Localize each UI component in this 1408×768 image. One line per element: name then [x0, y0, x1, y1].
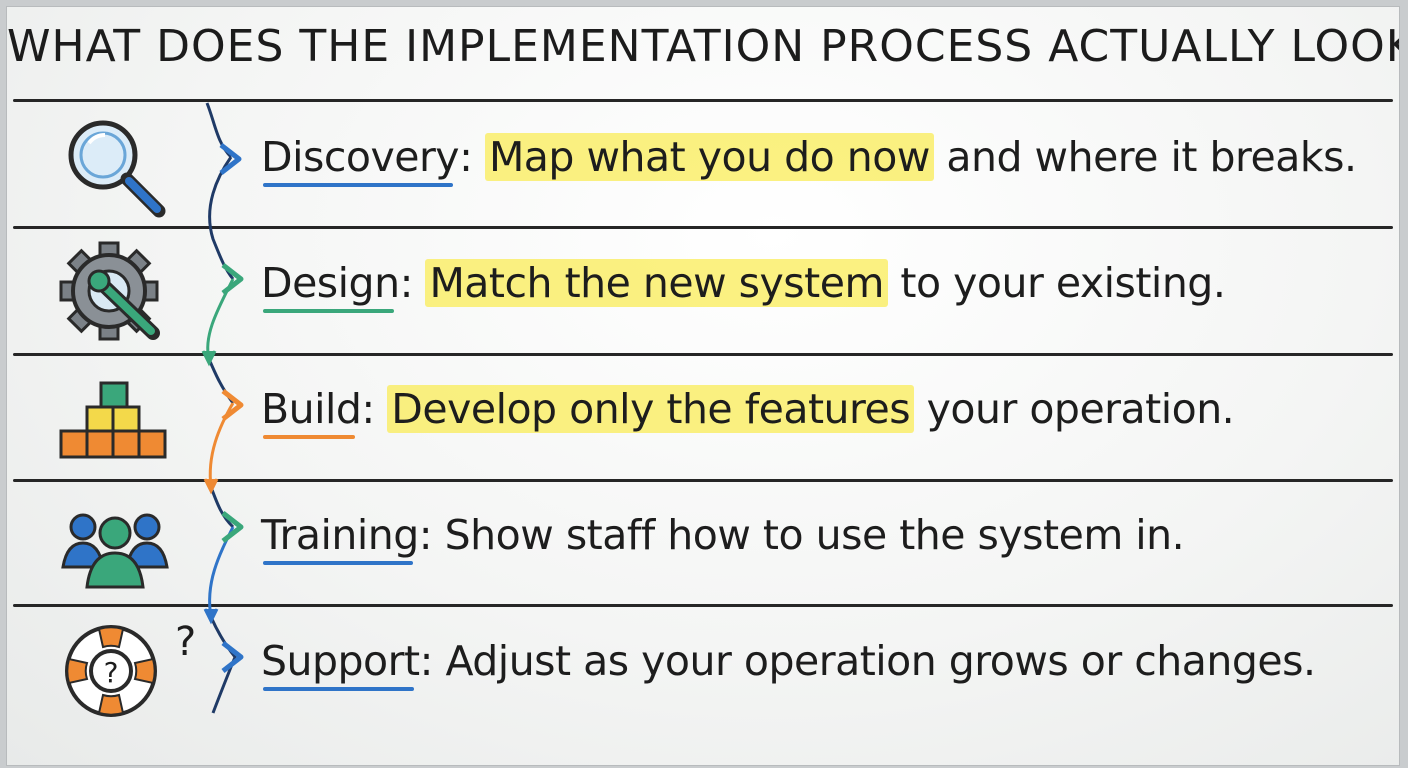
chevron-right-icon	[221, 263, 244, 295]
step-training: Training: Show staff how to use the syst…	[7, 483, 1399, 607]
magnifying-glass-icon	[68, 120, 166, 218]
step-separator: :	[361, 385, 375, 433]
step-label: Discovery	[261, 133, 460, 187]
svg-text:?: ?	[104, 656, 119, 689]
step-label: Design	[261, 259, 400, 313]
highlighted-text: Match the new system	[425, 259, 888, 307]
step-description: Adjust as your operation grows or change…	[445, 637, 1316, 685]
chevron-right-icon	[219, 143, 242, 175]
step-separator: :	[399, 259, 414, 307]
step-design: Design: Match the new system to your exi…	[7, 231, 1399, 355]
chevron-right-icon	[221, 389, 244, 421]
question-mark: ?	[175, 619, 197, 665]
gear-wrench-icon	[59, 241, 160, 341]
step-text: Support: Adjust as your operation grows …	[261, 637, 1316, 691]
step-support: ? ? Support: Adjust as your operation gr…	[7, 609, 1399, 733]
divider-line	[13, 99, 1393, 102]
step-text: Discovery: Map what you do now and where…	[261, 133, 1357, 187]
stacked-blocks-icon	[59, 381, 167, 459]
board-title: WHAT DOES THE IMPLEMENTATION PROCESS ACT…	[7, 21, 1400, 72]
process-flow-arrow	[201, 102, 244, 714]
divider-line	[13, 353, 1393, 356]
step-label: Support	[261, 637, 420, 691]
step-text: Design: Match the new system to your exi…	[261, 259, 1226, 313]
step-description: your operation.	[914, 385, 1235, 433]
step-text: Build: Develop only the features your op…	[261, 385, 1235, 439]
step-label: Build	[261, 385, 362, 439]
divider-line	[13, 479, 1393, 482]
step-text: Training: Show staff how to use the syst…	[261, 511, 1185, 565]
step-description: to your existing.	[887, 259, 1226, 307]
highlighted-text: Develop only the features	[387, 385, 915, 433]
lifebuoy-question-icon: ?	[65, 625, 157, 717]
step-description: and where it breaks.	[933, 133, 1357, 181]
chevron-right-icon	[221, 511, 244, 543]
step-separator: :	[459, 133, 473, 181]
step-build: Build: Develop only the features your op…	[7, 357, 1399, 481]
step-label: Training	[261, 511, 419, 565]
whiteboard: WHAT DOES THE IMPLEMENTATION PROCESS ACT…	[6, 6, 1400, 766]
step-discovery: Discovery: Map what you do now and where…	[7, 105, 1399, 229]
divider-line	[13, 604, 1393, 607]
step-separator: :	[419, 637, 434, 685]
chevron-right-icon	[221, 641, 244, 673]
divider-line	[13, 226, 1393, 229]
step-description: Show staff how to use the system in.	[444, 511, 1185, 559]
highlighted-text: Map what you do now	[484, 133, 934, 181]
team-people-icon	[61, 513, 169, 589]
step-separator: :	[418, 511, 433, 559]
